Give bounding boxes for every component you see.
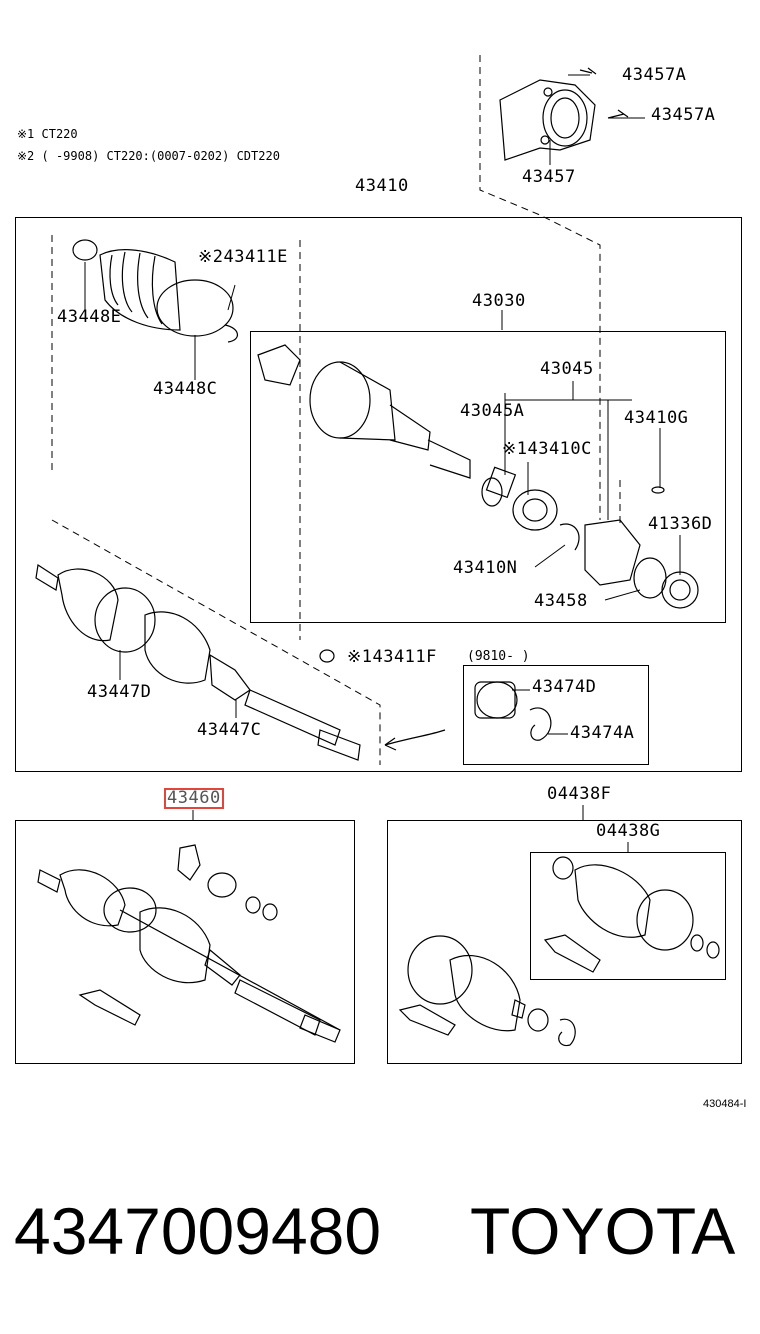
outer-shaft-assembly bbox=[35, 563, 446, 761]
part-number: 4347009480 bbox=[14, 1194, 382, 1268]
label-43411F[interactable]: ※143411F bbox=[347, 647, 437, 667]
note-1: ※1 CT220 bbox=[17, 127, 78, 141]
box-43410 bbox=[15, 217, 742, 772]
label-43457A-mid[interactable]: 43457A bbox=[651, 105, 716, 125]
label-43410G[interactable]: 43410G bbox=[624, 408, 689, 428]
box-04438F bbox=[387, 820, 742, 1064]
bracket-43457 bbox=[499, 67, 629, 161]
label-43448C[interactable]: 43448C bbox=[153, 379, 218, 399]
label-43474A[interactable]: 43474A bbox=[570, 723, 635, 743]
brand-name: TOYOTA bbox=[470, 1194, 736, 1268]
box-04438G bbox=[530, 852, 726, 980]
note-2: ※2 ( -9908) CT220:(0007-0202) CDT220 bbox=[17, 149, 280, 163]
label-date-9810: (9810- ) bbox=[467, 649, 530, 664]
box-43460 bbox=[15, 820, 355, 1064]
label-43045A[interactable]: 43045A bbox=[460, 401, 525, 421]
label-43457[interactable]: 43457 bbox=[522, 167, 576, 187]
inner-shaft-assembly bbox=[257, 344, 699, 609]
label-43458[interactable]: 43458 bbox=[534, 591, 588, 611]
box-43474 bbox=[463, 665, 649, 765]
label-43045[interactable]: 43045 bbox=[540, 359, 594, 379]
label-43410[interactable]: 43410 bbox=[355, 176, 409, 196]
leader-lines bbox=[84, 74, 681, 852]
damper-parts bbox=[474, 681, 552, 741]
label-43474D[interactable]: 43474D bbox=[532, 677, 597, 697]
label-04438G[interactable]: 04438G bbox=[596, 821, 661, 841]
label-43410C[interactable]: ※143410C bbox=[502, 439, 592, 459]
label-04438F[interactable]: 04438F bbox=[547, 784, 612, 804]
label-43411E[interactable]: ※243411E bbox=[198, 247, 288, 267]
boot-kit-04438F bbox=[398, 856, 720, 1047]
diagram-ref-code: 430484-I bbox=[703, 1098, 747, 1110]
label-41336D[interactable]: 41336D bbox=[648, 514, 713, 534]
label-43448E[interactable]: 43448E bbox=[57, 307, 122, 327]
label-43410N[interactable]: 43410N bbox=[453, 558, 518, 578]
assembly-43460 bbox=[37, 844, 341, 1043]
label-43457A-top[interactable]: 43457A bbox=[622, 65, 687, 85]
label-43447D[interactable]: 43447D bbox=[87, 682, 152, 702]
box-43030 bbox=[250, 331, 726, 623]
label-43030[interactable]: 43030 bbox=[472, 291, 526, 311]
label-43460-highlighted[interactable]: 43460 bbox=[164, 788, 224, 809]
dashed-guides bbox=[51, 55, 621, 765]
label-43447C[interactable]: 43447C bbox=[197, 720, 262, 740]
